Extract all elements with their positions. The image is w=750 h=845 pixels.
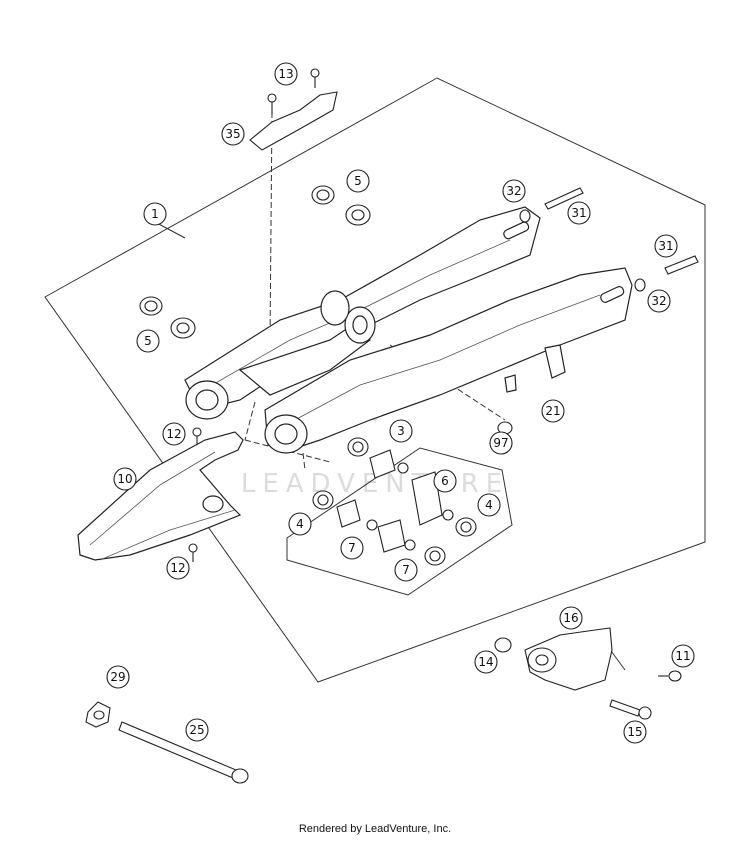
callout-circle [340,536,364,560]
callout-circle [113,467,137,491]
callout-12: 12 [162,422,186,446]
callout-13: 13 [274,62,298,86]
callout-circle [541,399,565,423]
callout-35: 35 [221,122,245,146]
callout-label: 4 [296,517,304,531]
callout-11: 11 [671,644,695,668]
callout-label: 11 [675,649,690,663]
callout-14: 14 [474,650,498,674]
callout-circle [166,556,190,580]
callout-label: 13 [278,67,293,81]
callout-circle [489,431,513,455]
callout-circle [567,201,591,225]
callout-7: 7 [340,536,364,560]
small-parts [85,68,699,784]
callout-label: 5 [144,334,152,348]
callout-label: 7 [348,541,356,555]
callout-label: 10 [117,472,132,486]
callout-label: 31 [658,239,673,253]
callout-15: 15 [623,720,647,744]
watermark: LEADVENTURE [241,377,509,499]
callout-circle [143,202,167,226]
callout-label: 5 [354,174,362,188]
callout-31: 31 [567,201,591,225]
callout-label: 16 [563,611,578,625]
callout-label: 25 [189,723,204,737]
callout-10: 10 [113,467,137,491]
callout-16: 16 [559,606,583,630]
callout-circle [647,289,671,313]
callout-1: 1 [143,202,167,226]
callout-circle [274,62,298,86]
callout-12: 12 [166,556,190,580]
callout-4: 4 [288,512,312,536]
callout-5: 5 [136,329,160,353]
callout-5: 5 [346,169,370,193]
callout-circle [106,665,130,689]
callout-circle [502,179,526,203]
callout-label: 15 [627,725,642,739]
callout-circle [394,558,418,582]
callout-circle [477,493,501,517]
callout-circle [346,169,370,193]
callout-4: 4 [477,493,501,517]
assembly-outline [44,77,706,683]
callout-label: 6 [441,474,449,488]
callout-21: 21 [541,399,565,423]
callout-31: 31 [654,234,678,258]
callout-label: 4 [485,498,493,512]
callout-label: 97 [493,436,508,450]
callout-circle [433,469,457,493]
callout-circle [654,234,678,258]
callout-circle [671,644,695,668]
callout-25: 25 [185,718,209,742]
callout-97: 97 [489,431,513,455]
callout-circle [162,422,186,446]
callout-32: 32 [647,289,671,313]
callout-circle [623,720,647,744]
callout-6: 6 [433,469,457,493]
callout-label: 7 [402,563,410,577]
callout-32: 32 [502,179,526,203]
callout-label: 3 [397,424,405,438]
callout-7: 7 [394,558,418,582]
bearing-kit-outline [286,447,513,596]
callouts: 13 35 5 1 32 31 31 32 5 21 12 97 3 10 6 4 4 7 7 12 16 14 11 29 2… [106,62,695,744]
callout-label: 29 [110,670,125,684]
callout-label: 31 [571,206,586,220]
chain-slider [77,431,244,561]
callout-label: 14 [478,655,493,669]
callout-circle [474,650,498,674]
callout-circle [221,122,245,146]
callout-circle [136,329,160,353]
callout-circle [559,606,583,630]
callout-label: 32 [651,294,666,308]
callout-3: 3 [389,419,413,443]
callout-label: 32 [506,184,521,198]
callout-label: 12 [166,427,181,441]
callout-label: 35 [225,127,240,141]
callout-label: 21 [545,404,560,418]
watermark-text: LEADVENTURE [241,469,509,499]
callout-label: 1 [151,207,159,221]
callout-29: 29 [106,665,130,689]
callout-circle [288,512,312,536]
callout-label: 12 [170,561,185,575]
swingarm [184,206,633,454]
callout-circle [185,718,209,742]
callout-circle [389,419,413,443]
footer-credit: Rendered by LeadVenture, Inc. [298,823,452,835]
